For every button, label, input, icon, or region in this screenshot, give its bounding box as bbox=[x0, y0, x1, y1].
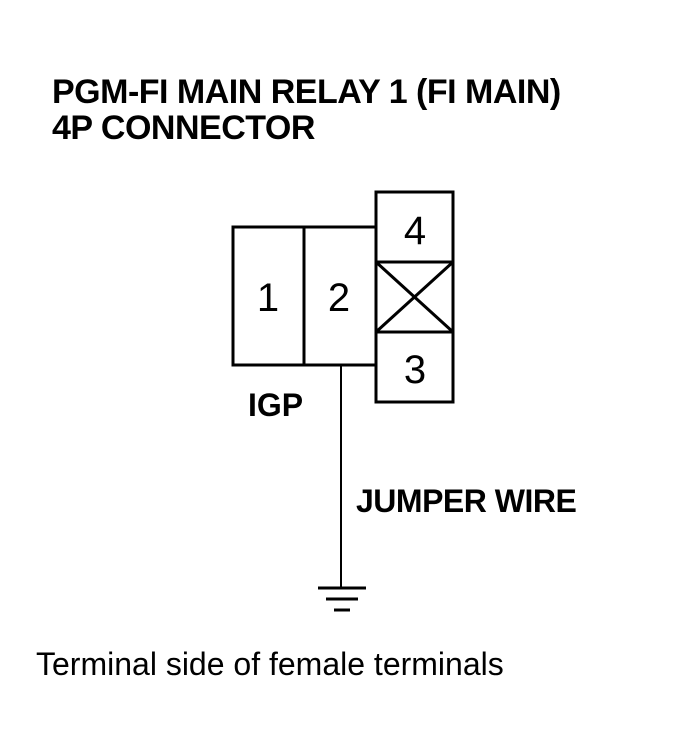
connector-body-right bbox=[374, 190, 455, 404]
terminal-number-1: 1 bbox=[257, 276, 279, 320]
empty-cavity-cross-icon bbox=[374, 260, 455, 334]
diagram-title-line-1: PGM-FI MAIN RELAY 1 (FI MAIN) bbox=[52, 73, 561, 111]
terminal-number-3: 3 bbox=[404, 348, 426, 392]
ground-icon bbox=[318, 586, 366, 612]
diagram-caption: Terminal side of female terminals bbox=[36, 646, 504, 682]
jumper-wire-label: JUMPER WIRE bbox=[356, 483, 577, 519]
terminal-number-4: 4 bbox=[404, 209, 426, 253]
diagram-title-line-2: 4P CONNECTOR bbox=[52, 109, 315, 147]
terminal-number-2: 2 bbox=[328, 276, 350, 320]
igp-label: IGP bbox=[248, 387, 304, 423]
